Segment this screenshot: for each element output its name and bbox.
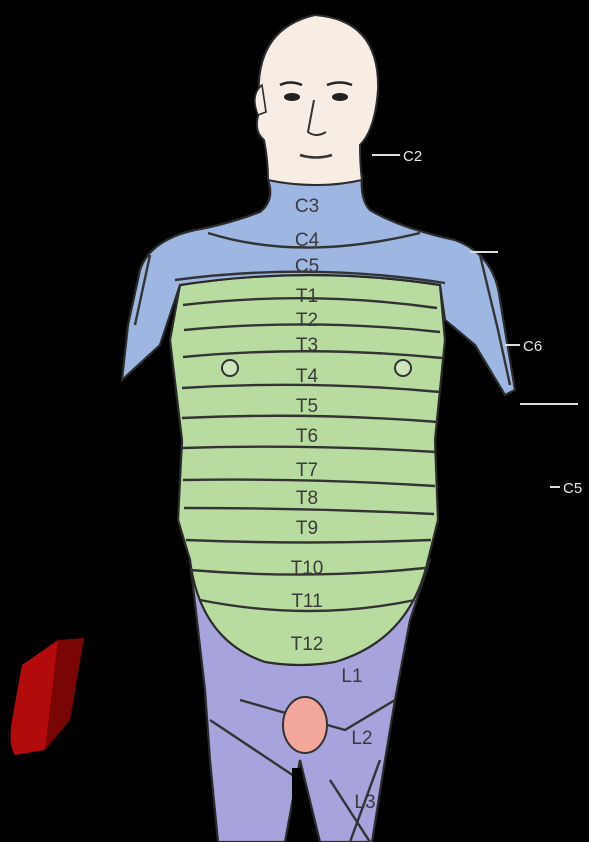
label-t8: T8 [296, 488, 318, 509]
nipple-left [222, 360, 238, 376]
label-c3: C3 [295, 196, 319, 217]
label-l3: L3 [354, 792, 375, 813]
label-t7: T7 [296, 460, 318, 481]
label-t12: T12 [291, 634, 324, 655]
label-t3: T3 [296, 335, 318, 356]
label-c5: C5 [295, 256, 319, 277]
label-t9: T9 [296, 518, 318, 539]
eye-right [332, 93, 348, 101]
genital-area [283, 697, 327, 753]
side-label-forearm: C5 [563, 480, 582, 497]
nipple-right [395, 360, 411, 376]
side-label-neck: C2 [403, 148, 422, 165]
side-label-arm: C6 [523, 338, 542, 355]
label-t11: T11 [291, 591, 322, 612]
label-t1: T1 [296, 286, 318, 307]
label-t6: T6 [296, 426, 318, 447]
label-t5: T5 [296, 396, 318, 417]
eye-left [284, 93, 300, 101]
head [257, 15, 378, 185]
label-c4: C4 [295, 230, 320, 251]
red-shape-icon [11, 638, 84, 755]
label-t10: T10 [291, 558, 324, 579]
label-l1: L1 [341, 666, 362, 687]
leg-gap [292, 768, 301, 842]
label-t4: T4 [296, 366, 319, 387]
label-l2: L2 [351, 728, 372, 749]
label-t2: T2 [296, 310, 318, 331]
